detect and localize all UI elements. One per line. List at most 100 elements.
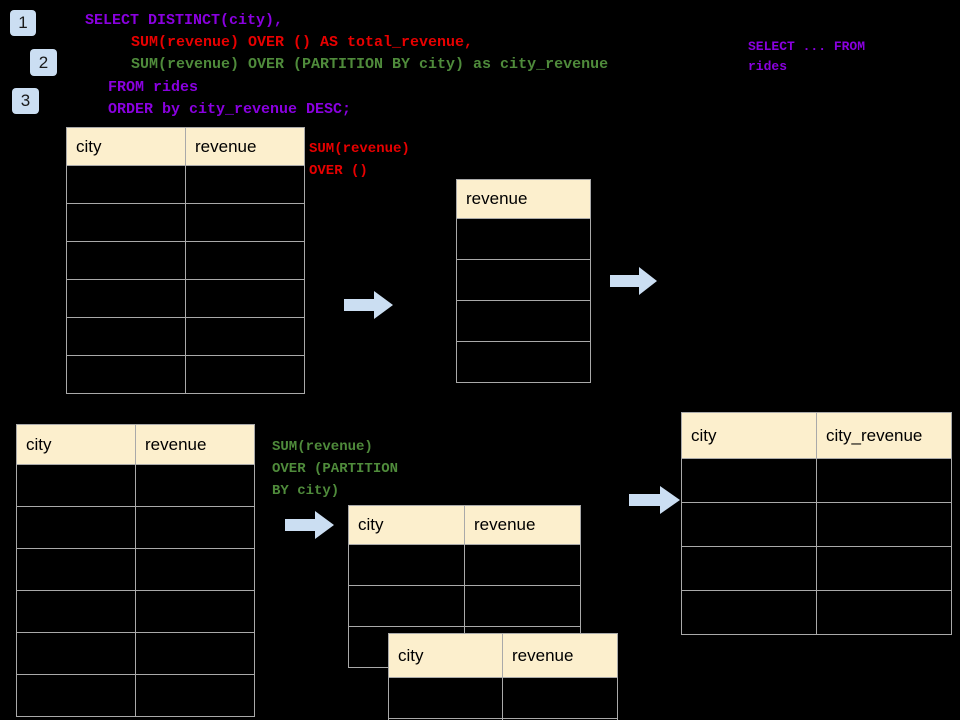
- cell-revenue: [185, 241, 305, 280]
- cell-city-revenue: [816, 546, 952, 591]
- table-row: [66, 203, 305, 242]
- table-header-row: city revenue: [348, 505, 581, 545]
- table-row: [681, 590, 952, 635]
- table-row: [66, 355, 305, 394]
- table-row: [66, 317, 305, 356]
- column-header-city: city: [66, 127, 186, 166]
- sql-line-order-by: ORDER by city_revenue DESC;: [108, 101, 352, 118]
- cell-city: [66, 317, 186, 356]
- sql-line-city-revenue: SUM(revenue) OVER (PARTITION BY city) as…: [131, 56, 609, 73]
- cell-revenue: [464, 544, 581, 586]
- column-header-revenue: revenue: [464, 505, 581, 545]
- cell-revenue: [135, 548, 255, 591]
- table-header-row: city city_revenue: [681, 412, 952, 459]
- step-badge-1: 1: [10, 10, 36, 36]
- column-header-city: city: [348, 505, 465, 545]
- table-header-row: city revenue: [66, 127, 305, 166]
- table-row: [66, 279, 305, 318]
- table-row: [456, 259, 591, 301]
- table-row: [681, 502, 952, 547]
- cell-revenue: [456, 341, 591, 383]
- table-row: [16, 590, 255, 633]
- cell-city: [16, 548, 136, 591]
- arrow-source-to-partition: [285, 511, 334, 539]
- cell-revenue: [456, 218, 591, 260]
- table-row: [16, 632, 255, 675]
- cell-city: [66, 355, 186, 394]
- cell-revenue: [464, 585, 581, 627]
- table-row: [348, 544, 581, 586]
- cell-revenue: [135, 674, 255, 717]
- partition-group-table-front: city revenue: [388, 633, 618, 720]
- table-header-row: city revenue: [388, 633, 618, 678]
- cell-city: [16, 590, 136, 633]
- table-row: [348, 585, 581, 627]
- cell-revenue: [185, 203, 305, 242]
- cell-city: [681, 458, 817, 503]
- cell-revenue: [135, 632, 255, 675]
- cell-city-revenue: [816, 502, 952, 547]
- cell-revenue: [135, 464, 255, 507]
- column-header-revenue: revenue: [185, 127, 305, 166]
- cell-revenue: [456, 259, 591, 301]
- column-header-city: city: [681, 412, 817, 459]
- arrow-total-to-result: [610, 267, 657, 295]
- arrow-source-to-total: [344, 291, 393, 319]
- cell-revenue: [185, 317, 305, 356]
- cell-city: [66, 203, 186, 242]
- table-row: [388, 677, 618, 719]
- cell-revenue: [185, 279, 305, 318]
- cell-revenue: [456, 300, 591, 342]
- table-row: [388, 718, 618, 720]
- cell-city: [16, 464, 136, 507]
- table-row: [456, 300, 591, 342]
- cell-city: [388, 677, 503, 719]
- table-row: [16, 506, 255, 549]
- table-row: [16, 464, 255, 507]
- annotation-over-partition: SUM(revenue) OVER (PARTITION BY city): [272, 439, 399, 499]
- rides-source-table-bottom: city revenue: [16, 424, 255, 717]
- sidenote-rides: rides: [748, 59, 788, 74]
- cell-revenue: [185, 165, 305, 204]
- step-badge-2: 2: [30, 49, 57, 76]
- column-header-revenue: revenue: [135, 424, 255, 465]
- cell-city-revenue: [816, 590, 952, 635]
- arrow-partition-to-result: [629, 486, 680, 514]
- table-row: [16, 548, 255, 591]
- cell-revenue: [185, 355, 305, 394]
- cell-city: [681, 590, 817, 635]
- cell-city: [66, 165, 186, 204]
- column-header-city-revenue: city_revenue: [816, 412, 952, 459]
- sql-line-from: FROM rides: [108, 79, 199, 96]
- total-revenue-table: revenue: [456, 179, 591, 383]
- table-row: [681, 458, 952, 503]
- cell-city: [66, 279, 186, 318]
- step-badge-1-label: 1: [18, 13, 28, 32]
- step-badge-3: 3: [12, 88, 39, 114]
- table-row: [66, 165, 305, 204]
- cell-city: [348, 544, 465, 586]
- step-badge-3-label: 3: [20, 91, 31, 110]
- table-row: [456, 341, 591, 383]
- table-row: [16, 674, 255, 717]
- result-table: city city_revenue: [681, 412, 952, 635]
- cell-city: [16, 632, 136, 675]
- column-header-city: city: [388, 633, 503, 678]
- table-header-row: revenue: [456, 179, 591, 219]
- column-header-revenue: revenue: [502, 633, 618, 678]
- cell-city: [681, 546, 817, 591]
- cell-city: [348, 585, 465, 627]
- column-header-revenue: revenue: [456, 179, 591, 219]
- sql-line-total-revenue: SUM(revenue) OVER () AS total_revenue,: [131, 34, 474, 51]
- cell-revenue: [502, 718, 618, 720]
- sql-line-select-distinct: SELECT DISTINCT(city),: [85, 12, 284, 29]
- cell-city: [66, 241, 186, 280]
- table-row: [66, 241, 305, 280]
- column-header-city: city: [16, 424, 136, 465]
- table-row: [456, 218, 591, 260]
- cell-revenue: [135, 506, 255, 549]
- annotation-over-empty: SUM(revenue) OVER (): [309, 141, 410, 179]
- cell-city: [16, 674, 136, 717]
- cell-revenue: [135, 590, 255, 633]
